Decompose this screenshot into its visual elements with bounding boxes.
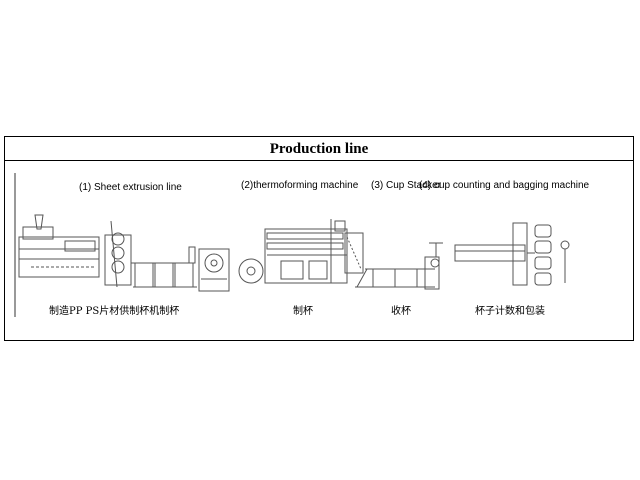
stage-3-caption: 收杯: [391, 306, 411, 317]
winder-drawing: [199, 249, 229, 291]
diagram-title: Production line: [269, 141, 369, 157]
roller-calender-drawing: [105, 221, 131, 287]
cooling-conveyor-drawing: [131, 247, 197, 287]
stage-4-label: (4) cup counting and bagging machine: [419, 180, 590, 191]
stage-2-caption: 制杯: [293, 306, 313, 317]
stage-1-caption: 制造PP PS片材供制杯机制杯: [49, 306, 180, 317]
thermoforming-machine-drawing: [239, 219, 363, 283]
cup-stacker-drawing: [355, 243, 443, 289]
extruder-machine-drawing: [19, 215, 99, 277]
machine-drawings: [5, 137, 635, 342]
production-line-diagram: Production line (1) Sheet extrusion line…: [4, 136, 634, 341]
stage-4-caption: 杯子计数和包装: [475, 306, 545, 317]
stage-2-label: (2)thermoforming machine: [241, 180, 359, 191]
stage-3-label: (3) Cup Stacker: [371, 180, 442, 191]
cup-counting-bagging-drawing: [455, 223, 569, 285]
title-row: Production line: [5, 137, 633, 161]
stage-1-label: (1) Sheet extrusion line: [79, 182, 182, 193]
